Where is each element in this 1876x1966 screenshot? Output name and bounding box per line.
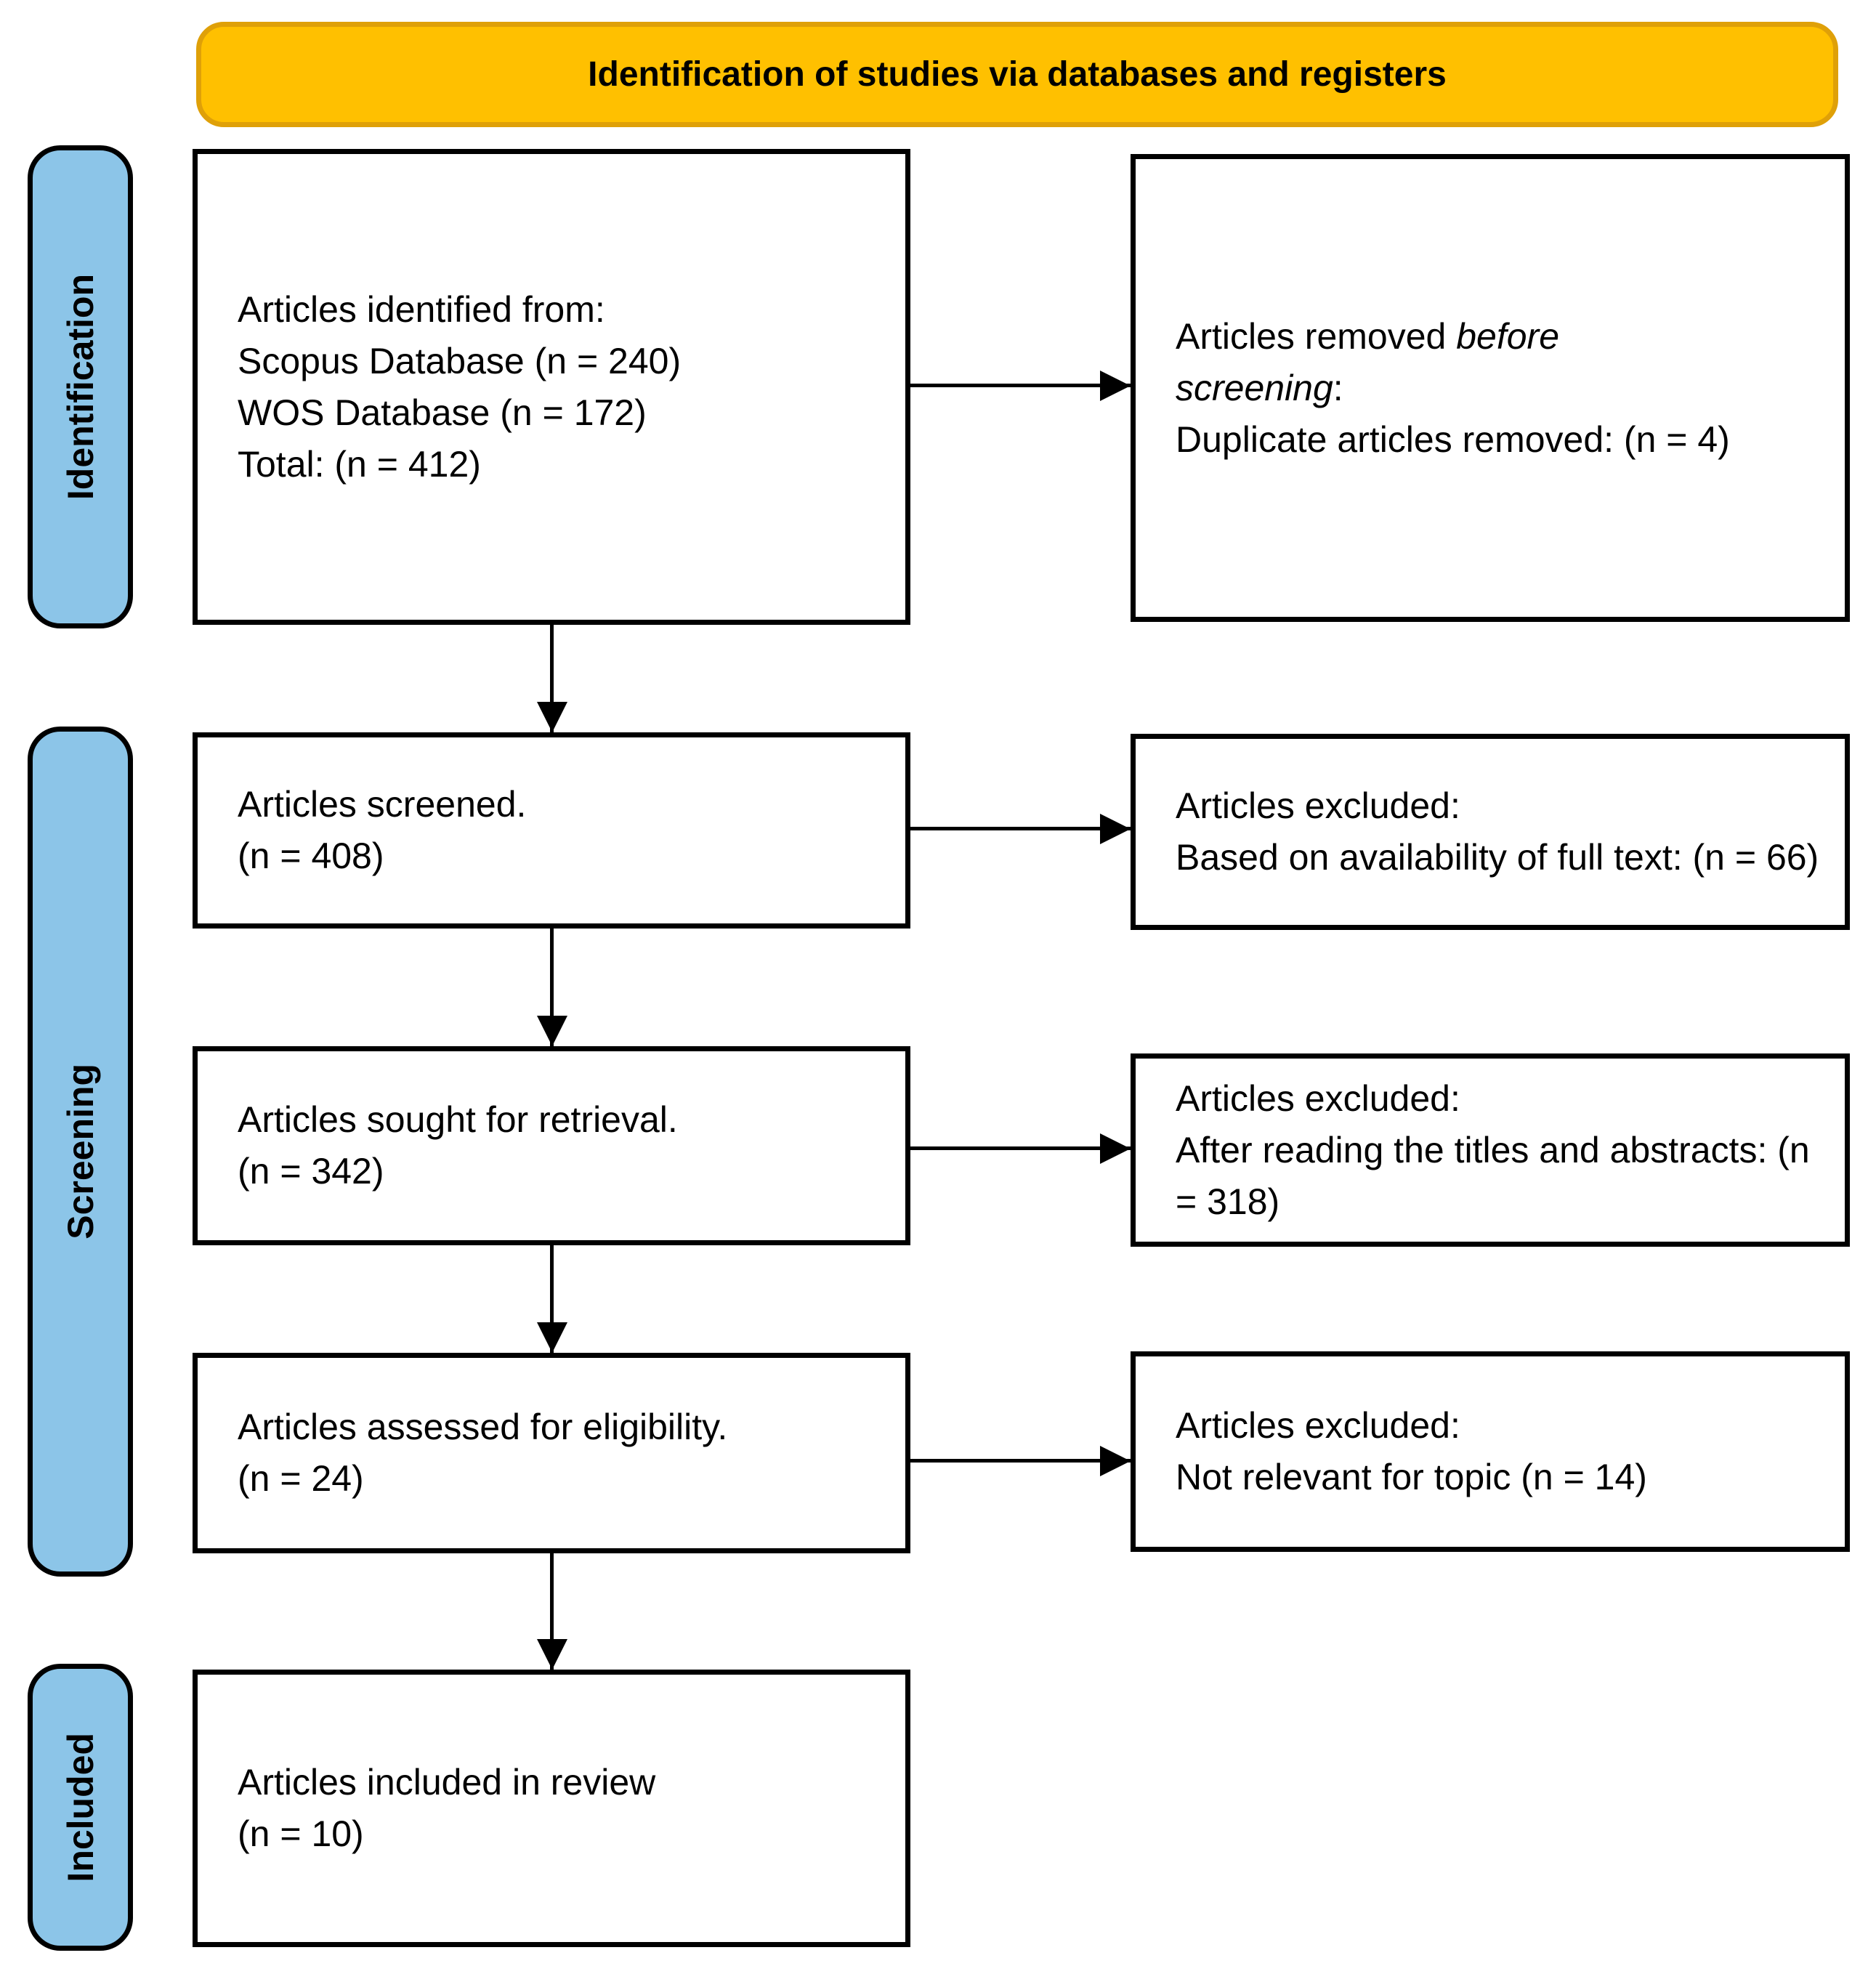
removed-intro-emphasis: before screening bbox=[1176, 315, 1560, 408]
box-excluded-not-relevant: Articles excluded: Not relevant for topi… bbox=[1131, 1351, 1850, 1552]
identified-item-wos: WOS Database (n = 172) bbox=[238, 392, 647, 433]
arrow-down-assessed-to-included-icon bbox=[550, 1553, 554, 1670]
arrow-down-sought-to-assessed-icon bbox=[550, 1245, 554, 1353]
box-articles-assessed: Articles assessed for eligibility. (n = … bbox=[193, 1353, 910, 1553]
excl-relevance-detail: Not relevant for topic (n = 14) bbox=[1176, 1457, 1647, 1497]
box-excluded-full-text: Articles excluded: Based on availability… bbox=[1131, 734, 1850, 930]
arrow-right-sought-to-excluded-icon bbox=[910, 1146, 1131, 1150]
box-articles-identified: Articles identified from: Scopus Databas… bbox=[193, 149, 910, 625]
excl-fulltext-detail: Based on availability of full text: (n =… bbox=[1176, 837, 1819, 878]
identified-intro: Articles identified from: bbox=[238, 288, 605, 330]
box-articles-included: Articles included in review (n = 10) bbox=[193, 1670, 910, 1947]
stage-screening-label: Screening bbox=[60, 1064, 101, 1239]
box-articles-screened: Articles screened. (n = 408) bbox=[193, 732, 910, 929]
arrow-right-identified-to-removed-icon bbox=[910, 384, 1131, 387]
arrow-right-screened-to-excluded-icon bbox=[910, 827, 1131, 830]
assessed-count: (n = 24) bbox=[238, 1458, 364, 1499]
assessed-title: Articles assessed for eligibility. bbox=[238, 1407, 728, 1447]
box-articles-removed-before-screening: Articles removed before screening: Dupli… bbox=[1131, 154, 1850, 622]
included-title: Articles included in review bbox=[238, 1762, 656, 1803]
screened-title: Articles screened. bbox=[238, 784, 527, 825]
stage-identification-label: Identification bbox=[60, 273, 101, 501]
identified-total: Total: (n = 412) bbox=[238, 443, 481, 485]
identified-item-scopus: Scopus Database (n = 240) bbox=[238, 340, 682, 381]
screened-count: (n = 408) bbox=[238, 836, 384, 876]
excl-relevance-intro: Articles excluded: bbox=[1176, 1405, 1460, 1446]
arrow-right-assessed-to-excluded-icon bbox=[910, 1459, 1131, 1463]
removed-detail: Duplicate articles removed: (n = 4) bbox=[1176, 418, 1730, 460]
banner-title: Identification of studies via databases … bbox=[588, 55, 1447, 94]
sought-count: (n = 342) bbox=[238, 1151, 384, 1192]
box-excluded-titles-abstracts: Articles excluded: After reading the tit… bbox=[1131, 1053, 1850, 1247]
excl-fulltext-intro: Articles excluded: bbox=[1176, 785, 1460, 826]
box-articles-sought: Articles sought for retrieval. (n = 342) bbox=[193, 1046, 910, 1245]
excl-titles-intro: Articles excluded: bbox=[1176, 1077, 1460, 1119]
stage-included-label: Included bbox=[60, 1732, 101, 1882]
stage-included: Included bbox=[28, 1664, 133, 1951]
excl-titles-detail: After reading the titles and abstracts: … bbox=[1176, 1129, 1810, 1222]
arrow-down-screened-to-sought-icon bbox=[550, 929, 554, 1046]
stage-identification: Identification bbox=[28, 145, 133, 628]
sought-title: Articles sought for retrieval. bbox=[238, 1099, 678, 1140]
banner: Identification of studies via databases … bbox=[196, 22, 1838, 127]
removed-intro-prefix: Articles removed bbox=[1176, 315, 1457, 357]
stage-screening: Screening bbox=[28, 727, 133, 1577]
removed-intro-suffix: : bbox=[1333, 367, 1343, 408]
removed-intro: Articles removed before screening: bbox=[1176, 311, 1684, 414]
included-count: (n = 10) bbox=[238, 1813, 364, 1854]
arrow-down-identified-to-screened-icon bbox=[550, 625, 554, 732]
